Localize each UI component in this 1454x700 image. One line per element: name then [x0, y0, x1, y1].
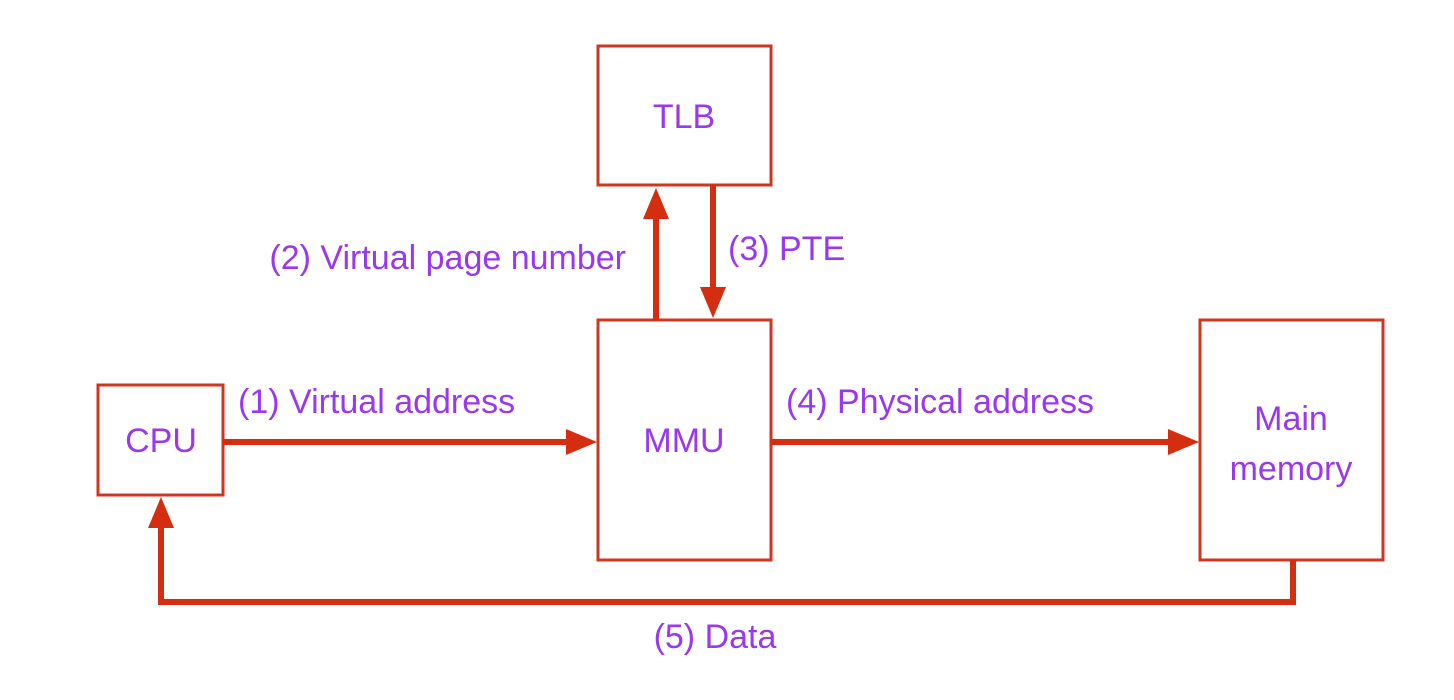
- tlb-label: TLB: [653, 98, 715, 136]
- pte-label: (3) PTE: [728, 230, 845, 268]
- mmu-box: [596, 318, 773, 562]
- cpu-label: CPU: [125, 422, 197, 460]
- data-label: (5) Data: [654, 618, 777, 656]
- data-arrowhead: [148, 497, 174, 528]
- data-arrow: [158, 525, 1296, 605]
- virtual-address-arrowhead: [566, 429, 597, 455]
- main-memory-label-line2: memory: [1230, 450, 1353, 488]
- virtual-page-number-label: (2) Virtual page number: [269, 239, 626, 277]
- main-memory-label-line1: Main: [1254, 400, 1328, 438]
- physical-address-label: (4) Physical address: [786, 383, 1094, 421]
- physical-address-arrowhead: [1168, 429, 1199, 455]
- virtual-address-label: (1) Virtual address: [238, 383, 515, 421]
- tlb-box: [596, 44, 773, 187]
- mmu-label: MMU: [643, 422, 724, 460]
- main-memory-box: [1198, 318, 1385, 562]
- pte-arrowhead: [700, 287, 726, 318]
- cpu-box: [96, 383, 225, 497]
- virtual-page-number-arrowhead: [643, 188, 669, 219]
